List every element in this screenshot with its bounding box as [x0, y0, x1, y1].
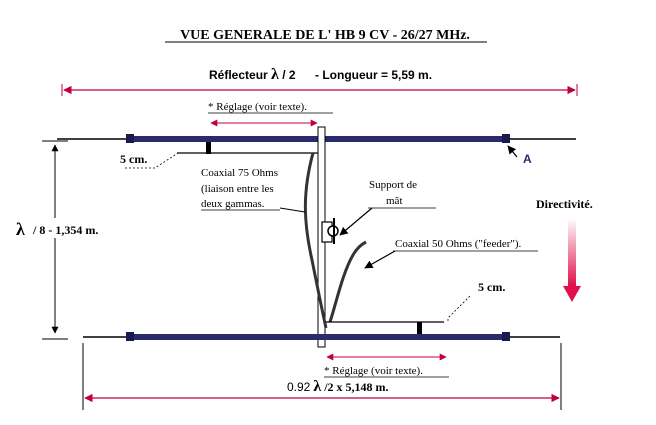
- mast-support-leader: [339, 207, 373, 236]
- point-a-arrow: [507, 145, 518, 158]
- coax50-label: Coaxial 50 Ohms ("feeder").: [395, 238, 522, 250]
- gap-top-label: 5 cm.: [120, 152, 147, 166]
- top-gamma-tab: [206, 142, 211, 154]
- reflector-label: Réflecteur λ / 2: [209, 66, 296, 83]
- mast-support-line2: mât: [386, 195, 403, 207]
- adjust-top-label: * Réglage (voir texte).: [208, 101, 307, 113]
- directivity-label: Directivité.: [536, 197, 593, 211]
- spacing-value: / 8 - 1,354 m.: [32, 223, 98, 237]
- director-clamp-left: [126, 332, 134, 341]
- coax75-line3: deux gammas.: [201, 198, 265, 210]
- mast-clamp: [321, 218, 339, 244]
- director-boom-tube: [130, 334, 510, 340]
- reflector-length: - Longueur = 5,59 m.: [315, 68, 432, 82]
- gap-bottom-label: 5 cm.: [478, 280, 505, 294]
- coax50-leader: [364, 250, 396, 269]
- mast-support-line1: Support de: [369, 179, 417, 191]
- director-clamp-right: [502, 332, 510, 341]
- reflector-clamp-right: [502, 134, 510, 143]
- coax75-line2: (liaison entre les: [201, 183, 274, 195]
- spacing-lambda: λ: [16, 219, 25, 239]
- coax75-line1: Coaxial 75 Ohms: [201, 167, 278, 179]
- director-label: 0.92 λ /2 x 5,148 m.: [287, 378, 389, 395]
- coax75-leader: [279, 207, 306, 213]
- diagram-title: VUE GENERALE DE L' HB 9 CV - 26/27 MHz.: [180, 28, 470, 43]
- directivity-arrow: [563, 218, 581, 302]
- spacing-label-bg: [14, 218, 126, 238]
- reflector-clamp-left: [126, 134, 134, 143]
- bottom-gamma-tab: [417, 322, 422, 334]
- point-a-label: A: [523, 152, 532, 166]
- coax50-cable: [328, 240, 367, 323]
- gap-top-leader: [125, 152, 179, 169]
- adjust-bottom-label: * Réglage (voir texte).: [324, 365, 423, 377]
- coax75-cable: [303, 152, 328, 329]
- gap-bottom-leader: [447, 295, 471, 322]
